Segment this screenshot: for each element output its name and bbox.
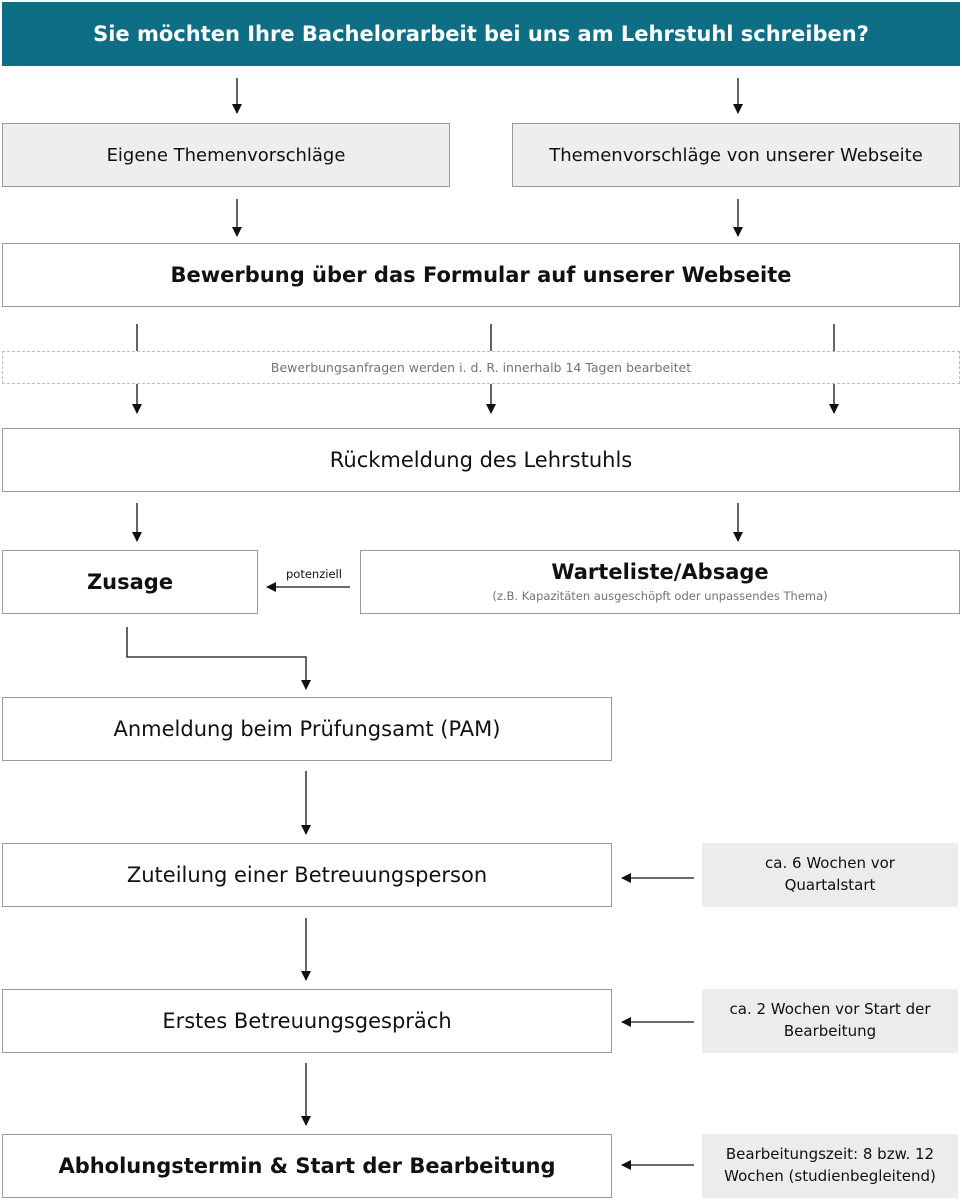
meeting-timing-line2: Bearbeitung [783,1022,877,1040]
registration-box: Anmeldung beim Prüfungsamt (PAM) [2,697,612,761]
duration-note: Bearbeitungszeit: 8 bzw. 12 Wochen (stud… [702,1134,958,1198]
start-label: Abholungstermin & Start der Bearbeitung [58,1154,556,1178]
waitlist-label: Warteliste/Absage [551,560,769,585]
website-topic-label: Themenvorschläge von unserer Webseite [549,144,923,166]
own-topic-box: Eigene Themenvorschläge [2,123,450,187]
own-topic-label: Eigene Themenvorschläge [106,144,346,166]
assignment-timing-note: ca. 6 Wochen vor Quartalstart [702,843,958,907]
acceptance-label: Zusage [86,570,174,594]
acceptance-box: Zusage [2,550,258,614]
processing-note-text: Bewerbungsanfragen werden i. d. R. inner… [270,360,692,375]
processing-note: Bewerbungsanfragen werden i. d. R. inner… [2,351,960,384]
header-title: Sie möchten Ihre Bachelorarbeit bei uns … [93,22,869,46]
waitlist-box: Warteliste/Absage (z.B. Kapazitäten ausg… [360,550,960,614]
first-meeting-box: Erstes Betreuungsgespräch [2,989,612,1053]
meeting-timing-line1: ca. 2 Wochen vor Start der [729,1000,931,1019]
assignment-timing-line1: ca. 6 Wochen vor [765,854,895,873]
page-title: Sie möchten Ihre Bachelorarbeit bei uns … [2,2,960,66]
feedback-box: Rückmeldung des Lehrstuhls [2,428,960,492]
first-meeting-label: Erstes Betreuungsgespräch [162,1009,452,1033]
registration-label: Anmeldung beim Prüfungsamt (PAM) [113,717,501,741]
start-box: Abholungstermin & Start der Bearbeitung [2,1134,612,1198]
assignment-box: Zuteilung einer Betreuungsperson [2,843,612,907]
feedback-label: Rückmeldung des Lehrstuhls [329,448,633,472]
duration-line1: Bearbeitungszeit: 8 bzw. 12 [725,1145,935,1164]
assignment-label: Zuteilung einer Betreuungsperson [126,863,488,887]
website-topic-box: Themenvorschläge von unserer Webseite [512,123,960,187]
application-label: Bewerbung über das Formular auf unserer … [170,263,792,287]
meeting-timing-note: ca. 2 Wochen vor Start der Bearbeitung [702,989,958,1053]
application-box: Bewerbung über das Formular auf unserer … [2,243,960,307]
assignment-timing-line2: Quartalstart [784,876,876,894]
duration-line2: Wochen (studienbegleitend) [724,1167,936,1185]
waitlist-subtitle: (z.B. Kapazitäten ausgeschöpft oder unpa… [492,588,828,603]
potential-arrow-label: potenziell [286,567,342,581]
arrow-acceptance-registration [126,627,311,690]
